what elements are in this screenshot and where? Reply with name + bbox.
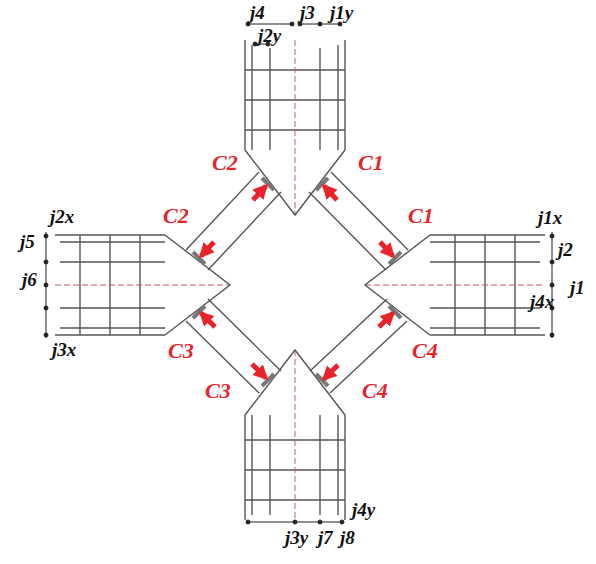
dimension-label: j1y [330, 3, 353, 22]
force-label: C3 [168, 340, 194, 362]
dimension-label: j6 [22, 270, 37, 289]
bearing-plates [193, 178, 401, 386]
dimension-label: j3y [285, 528, 308, 547]
dimension-label: j3x [52, 340, 76, 359]
dimension-label: j3 [300, 3, 315, 22]
dimension-label: j4 [250, 3, 265, 22]
dimension-label: j8 [340, 528, 355, 547]
dimension-label: j2 [558, 240, 573, 259]
dimension-lines [44, 22, 554, 524]
force-label: C2 [163, 205, 189, 227]
dimension-label: j7 [318, 528, 333, 547]
force-label: C2 [212, 152, 238, 174]
dimension-label: j5 [20, 232, 35, 251]
dimension-label: j4x [530, 292, 554, 311]
dimension-label: j2x [50, 207, 74, 226]
dimension-label: j1x [538, 208, 562, 227]
dimension-label: j1 [570, 278, 585, 297]
force-label: C4 [362, 380, 388, 402]
dimension-label: j4y [352, 500, 375, 519]
diagonal-struts [186, 172, 408, 393]
dimension-label: j2y [258, 26, 281, 45]
force-arrows [201, 186, 393, 379]
force-label: C4 [412, 340, 438, 362]
force-label: C1 [358, 152, 384, 174]
force-label: C1 [408, 205, 434, 227]
members [55, 40, 545, 520]
force-label: C3 [205, 380, 231, 402]
